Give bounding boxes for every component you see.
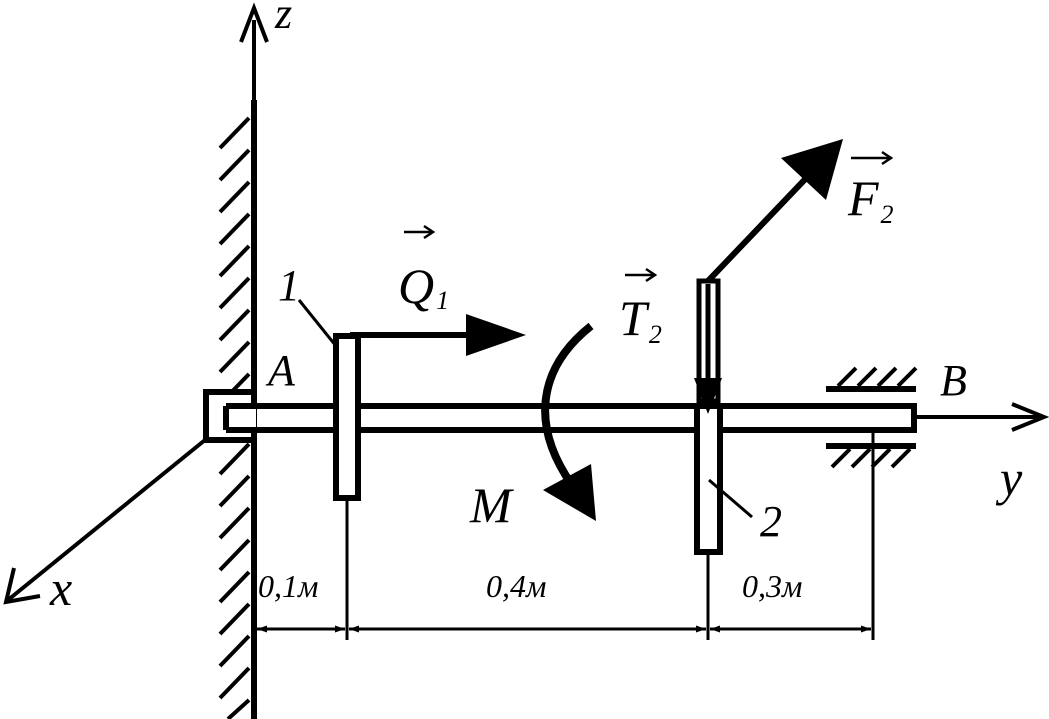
moment-m: M (469, 322, 596, 533)
bearing-hatching (830, 366, 918, 469)
point-b-label: B (940, 356, 967, 405)
dimension-label-seg1: 0,1м (258, 568, 318, 604)
dimension-label-seg3: 0,3м (742, 568, 802, 604)
f2-vector-arrow-icon (851, 150, 894, 166)
dimensions: 0,1м 0,4м 0,3м (257, 432, 875, 640)
x-axis-label: x (49, 560, 72, 616)
force-q1: Q1 (350, 224, 526, 356)
q1-subscript: 1 (436, 286, 449, 315)
x-axis: x (3, 438, 207, 616)
force-t2: T2 (619, 267, 722, 414)
support-b: B (826, 356, 967, 469)
gear-2-label: 2 (760, 497, 782, 546)
q1-label: Q (398, 258, 434, 314)
shaft (223, 403, 917, 433)
gear-1-label: 1 (278, 261, 300, 310)
t2-label: T (619, 290, 650, 346)
f2-subscript: 2 (881, 200, 894, 229)
dimension-label-seg2: 0,4м (486, 568, 546, 604)
support-a: A (203, 346, 296, 443)
z-axis: z (239, 0, 292, 100)
t2-subscript: 2 (649, 320, 662, 349)
q1-vector-arrow-icon (404, 224, 436, 240)
gear-1: 1 (278, 261, 361, 501)
svg-text:T2: T2 (619, 290, 662, 349)
gear-2: 2 (694, 403, 782, 555)
wall-hatching (218, 116, 251, 719)
f2-label: F (847, 170, 879, 226)
svg-text:F2: F2 (847, 170, 894, 229)
z-axis-label: z (274, 0, 292, 38)
svg-text:Q1: Q1 (398, 258, 449, 315)
force-f2: F2 (705, 139, 894, 284)
y-axis: y (914, 402, 1049, 506)
point-a-label: A (265, 346, 296, 395)
y-axis-label: y (995, 450, 1023, 506)
moment-label: M (469, 477, 514, 533)
t2-vector-arrow-icon (625, 267, 658, 283)
